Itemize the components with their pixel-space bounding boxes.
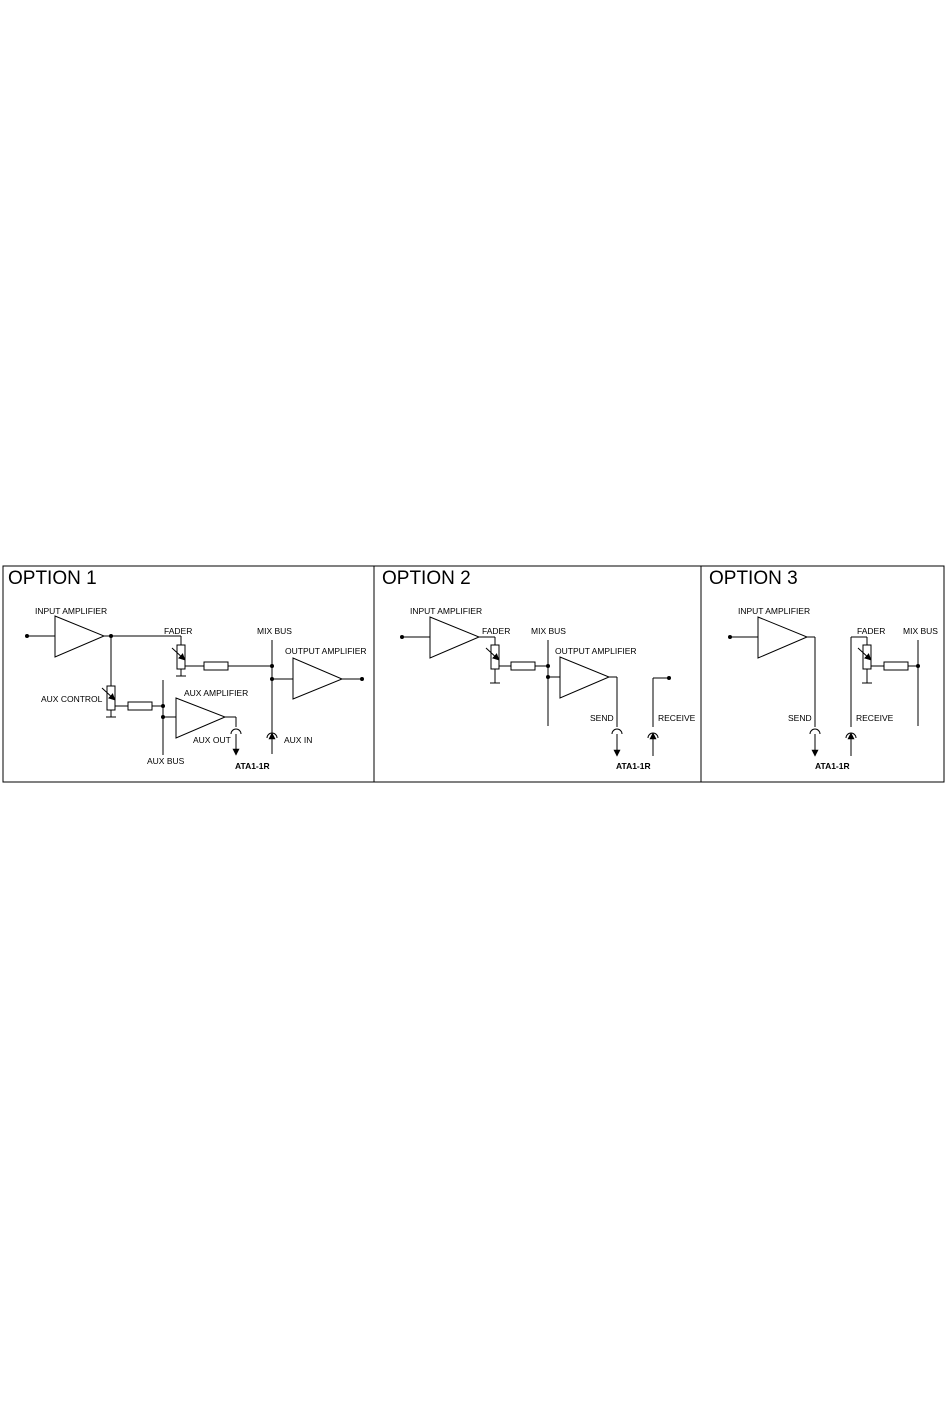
panel-option-1: OPTION 1 INPUT AMPLIFIER FADER MIX BUS O… <box>8 568 367 771</box>
part-number-label: ATA1-1R <box>616 761 651 771</box>
junction-dot <box>916 664 920 668</box>
fader-label: FADER <box>164 626 192 636</box>
input-amplifier <box>758 617 807 658</box>
send-jack <box>810 729 820 734</box>
aux-amplifier-label: AUX AMPLIFIER <box>184 688 248 698</box>
resistor <box>884 662 908 670</box>
fader-label: FADER <box>482 626 510 636</box>
fader-potentiometer <box>863 645 871 669</box>
input-amplifier-label: INPUT AMPLIFIER <box>35 606 107 616</box>
panel-option-2: OPTION 2 INPUT AMPLIFIER FADER MIX BUS O… <box>382 568 696 771</box>
input-amplifier-label: INPUT AMPLIFIER <box>410 606 482 616</box>
output-terminal <box>360 677 364 681</box>
resistor <box>128 702 152 710</box>
junction-dot <box>161 704 165 708</box>
aux-in-label: AUX IN <box>284 735 312 745</box>
junction-dot <box>546 664 550 668</box>
panel-title: OPTION 1 <box>8 568 97 589</box>
input-amplifier-label: INPUT AMPLIFIER <box>738 606 810 616</box>
panel-title: OPTION 2 <box>382 568 471 589</box>
input-terminal <box>400 635 404 639</box>
diagram-frame <box>3 566 944 782</box>
fader-potentiometer <box>491 645 499 669</box>
send-jack <box>612 729 622 734</box>
receive-label: RECEIVE <box>856 713 894 723</box>
aux-control-potentiometer <box>107 686 115 710</box>
aux-amplifier <box>176 698 225 738</box>
send-label: SEND <box>788 713 812 723</box>
resistor <box>204 662 228 670</box>
input-amplifier <box>430 617 479 658</box>
junction-dot <box>270 664 274 668</box>
send-label: SEND <box>590 713 614 723</box>
part-number-label: ATA1-1R <box>815 761 850 771</box>
aux-control-label: AUX CONTROL <box>41 694 103 704</box>
input-amplifier <box>55 616 104 657</box>
panel-option-3: OPTION 3 INPUT AMPLIFIER SEND RECEIVE FA… <box>709 568 938 771</box>
output-amplifier-label: OUTPUT AMPLIFIER <box>555 646 637 656</box>
input-terminal <box>25 634 29 638</box>
mix-bus-label: MIX BUS <box>903 626 938 636</box>
receive-label: RECEIVE <box>658 713 696 723</box>
aux-bus-label: AUX BUS <box>147 756 185 766</box>
aux-out-label: AUX OUT <box>193 735 231 745</box>
mix-bus-label: MIX BUS <box>257 626 292 636</box>
fader-label: FADER <box>857 626 885 636</box>
output-amplifier-label: OUTPUT AMPLIFIER <box>285 646 367 656</box>
resistor <box>511 662 535 670</box>
part-number-label: ATA1-1R <box>235 761 270 771</box>
mix-bus-label: MIX BUS <box>531 626 566 636</box>
input-terminal <box>728 635 732 639</box>
output-amplifier <box>560 657 609 698</box>
output-amplifier <box>293 658 342 699</box>
fader-potentiometer <box>177 645 185 669</box>
aux-out-jack <box>231 729 241 734</box>
panel-title: OPTION 3 <box>709 568 798 589</box>
